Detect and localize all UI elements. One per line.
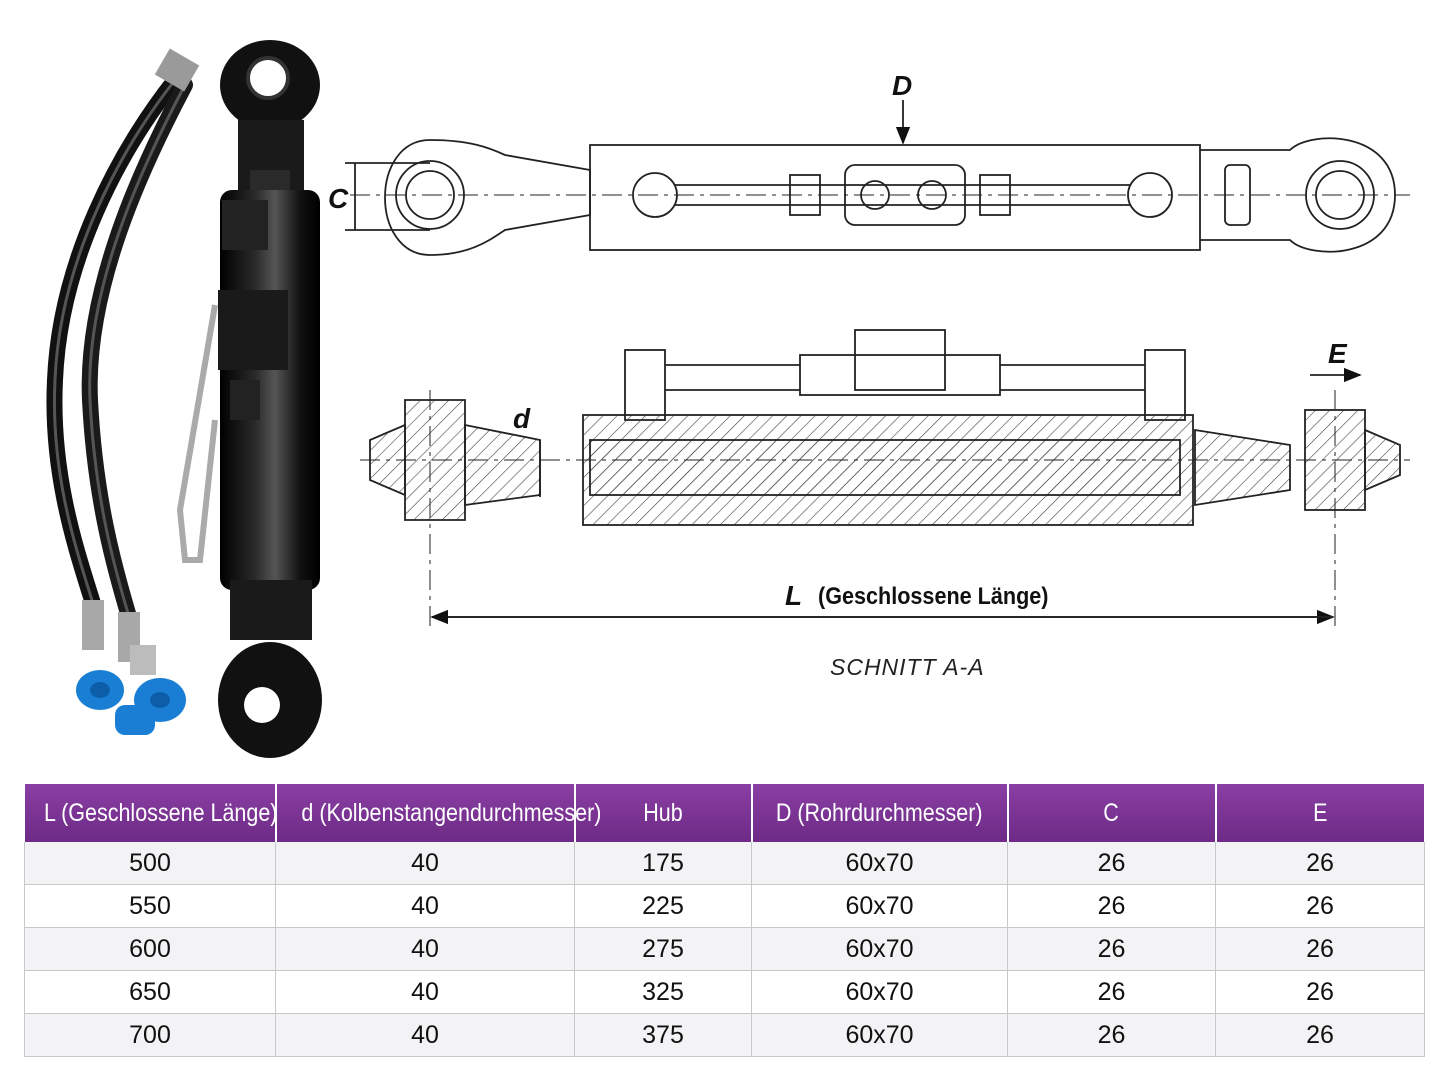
table-cell: 600 bbox=[24, 927, 276, 971]
blue-dust-caps bbox=[76, 670, 186, 735]
section-view bbox=[360, 329, 1410, 630]
dimension-label-L-description: (Geschlossene Länge) bbox=[818, 583, 1049, 610]
table-cell: 26 bbox=[1007, 1013, 1216, 1057]
spec-table: L (Geschlossene Länge) d (Kolbenstangend… bbox=[24, 784, 1426, 1057]
column-header: E bbox=[1215, 784, 1426, 842]
table-cell: 325 bbox=[574, 970, 752, 1014]
table-cell: 26 bbox=[1007, 970, 1216, 1014]
table-cell: 26 bbox=[1215, 927, 1425, 971]
column-header: L (Geschlossene Länge) bbox=[24, 784, 277, 842]
dimension-label-C: C bbox=[328, 183, 349, 214]
table-cell: 26 bbox=[1007, 927, 1216, 971]
cylinder-body bbox=[176, 40, 322, 758]
table-cell: 26 bbox=[1007, 842, 1216, 885]
column-header: d (Kolbenstangendurchmesser) bbox=[275, 784, 601, 842]
table-cell: 40 bbox=[275, 1013, 575, 1057]
table-cell: 40 bbox=[275, 884, 575, 928]
table-row: 650 40 325 60x70 26 26 bbox=[24, 970, 1425, 1014]
table-row: 500 40 175 60x70 26 26 bbox=[24, 842, 1425, 885]
top-view bbox=[345, 100, 1410, 256]
table-cell: 26 bbox=[1215, 1013, 1425, 1057]
table-cell: 275 bbox=[574, 927, 752, 971]
table-cell: 500 bbox=[24, 842, 276, 885]
table-cell: 26 bbox=[1215, 970, 1425, 1014]
table-cell: 375 bbox=[574, 1013, 752, 1057]
column-header: Hub bbox=[574, 784, 753, 842]
column-header: C bbox=[1007, 784, 1217, 842]
table-cell: 40 bbox=[275, 927, 575, 971]
dimension-label-E: E bbox=[1328, 338, 1347, 369]
table-cell: 60x70 bbox=[751, 927, 1008, 971]
technical-drawing bbox=[345, 100, 1410, 630]
table-cell: 650 bbox=[24, 970, 276, 1014]
table-cell: 700 bbox=[24, 1013, 276, 1057]
section-label: SCHNITT A-A bbox=[830, 654, 985, 680]
hydraulic-hose bbox=[46, 72, 193, 628]
table-cell: 26 bbox=[1215, 842, 1425, 885]
table-header-row: L (Geschlossene Länge) d (Kolbenstangend… bbox=[24, 784, 1426, 842]
table-row: 550 40 225 60x70 26 26 bbox=[24, 884, 1425, 928]
table-cell: 60x70 bbox=[751, 842, 1008, 885]
dimension-label-D: D bbox=[892, 70, 913, 101]
product-photo bbox=[46, 40, 322, 758]
table-cell: 60x70 bbox=[751, 884, 1008, 928]
table-cell: 60x70 bbox=[751, 970, 1008, 1014]
table-row: 600 40 275 60x70 26 26 bbox=[24, 927, 1425, 971]
dimension-label-d: d bbox=[513, 403, 531, 434]
column-header: D (Rohrdurchmesser) bbox=[751, 784, 1009, 842]
table-cell: 60x70 bbox=[751, 1013, 1008, 1057]
table-cell: 40 bbox=[275, 842, 575, 885]
table-cell: 175 bbox=[574, 842, 752, 885]
table-cell: 26 bbox=[1007, 884, 1216, 928]
table-cell: 26 bbox=[1215, 884, 1425, 928]
table-cell: 550 bbox=[24, 884, 276, 928]
table-cell: 225 bbox=[574, 884, 752, 928]
dimension-label-L: L bbox=[785, 580, 803, 611]
table-row: 700 40 375 60x70 26 26 bbox=[24, 1013, 1425, 1057]
coupler-fittings bbox=[82, 600, 156, 675]
table-cell: 40 bbox=[275, 970, 575, 1014]
